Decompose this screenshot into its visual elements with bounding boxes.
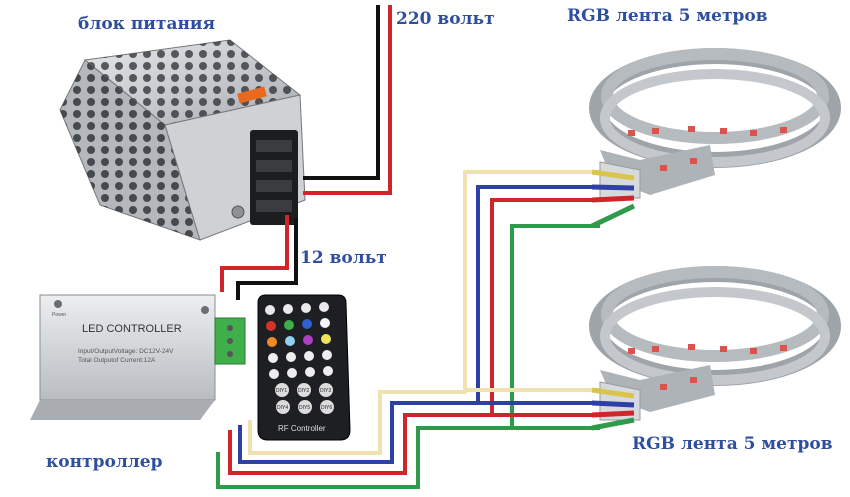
diy5-label: DIY5 — [299, 405, 310, 411]
rf-remote: DIY1 DIY2 DIY3 DIY4 DIY5 DIY6 RF Control… — [257, 294, 351, 441]
controller-spec-voltage: Input/OutputVoltage: DC12V-24V — [78, 348, 174, 355]
label-strip-bottom: RGB лента 5 метров — [632, 434, 833, 454]
diy6-label: DIY6 — [321, 405, 332, 411]
power-supply-unit — [59, 39, 306, 241]
led-controller-box: LED CONTROLLER Input/OutputVoltage: DC12… — [30, 294, 246, 420]
strip-leads — [590, 169, 636, 431]
controller-title: LED CONTROLLER — [82, 323, 182, 335]
terminal-block — [250, 130, 298, 225]
controller-power-marker: Power — [52, 312, 67, 318]
diy4-label: DIY4 — [277, 405, 288, 411]
label-strip-top: RGB лента 5 метров — [567, 6, 768, 26]
rgb-output-wires — [216, 170, 600, 489]
label-12-volt: 12 вольт — [300, 248, 387, 268]
mains-wires — [303, 5, 392, 195]
led-strip-bottom — [589, 266, 841, 421]
diy-buttons: DIY1 DIY2 DIY3 DIY4 DIY5 DIY6 — [275, 383, 334, 414]
controller-spec-current: Total Outputof Current:12A — [78, 357, 156, 364]
strip-top-leds — [628, 126, 787, 171]
label-power-supply: блок питания — [78, 14, 216, 34]
dc-wires — [220, 215, 298, 300]
label-220-volt: 220 вольт — [396, 9, 495, 29]
label-controller: контроллер — [46, 452, 163, 472]
diy3-label: DIY3 — [320, 388, 331, 394]
diy2-label: DIY2 — [298, 388, 309, 394]
diy1-label: DIY1 — [276, 388, 287, 394]
strip-bottom-leds — [628, 344, 787, 390]
remote-label: RF Controller — [278, 424, 326, 433]
